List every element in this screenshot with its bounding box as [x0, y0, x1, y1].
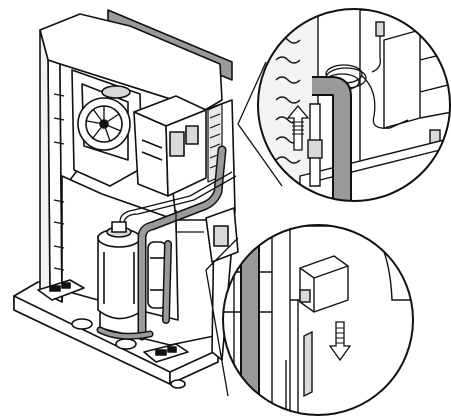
appliance-body [13, 9, 239, 389]
control-box [133, 95, 207, 197]
compressor [97, 221, 141, 320]
capillary-tubes [119, 171, 237, 233]
refrigerant-pipe [96, 145, 227, 341]
arrow-up-hatch [292, 121, 304, 135]
callout-leaders [205, 61, 283, 397]
arrow-up-icon [286, 104, 310, 151]
side-connector [213, 225, 229, 247]
plug-connector [299, 255, 349, 313]
arrow-down-icon [328, 321, 352, 362]
upper-detail-callout [257, 8, 451, 202]
arrow-down-hatch [336, 327, 344, 344]
side-vents [53, 93, 65, 271]
fan-housing [71, 69, 143, 187]
mount-pads [37, 279, 189, 363]
lower-detail-callout [222, 224, 414, 416]
